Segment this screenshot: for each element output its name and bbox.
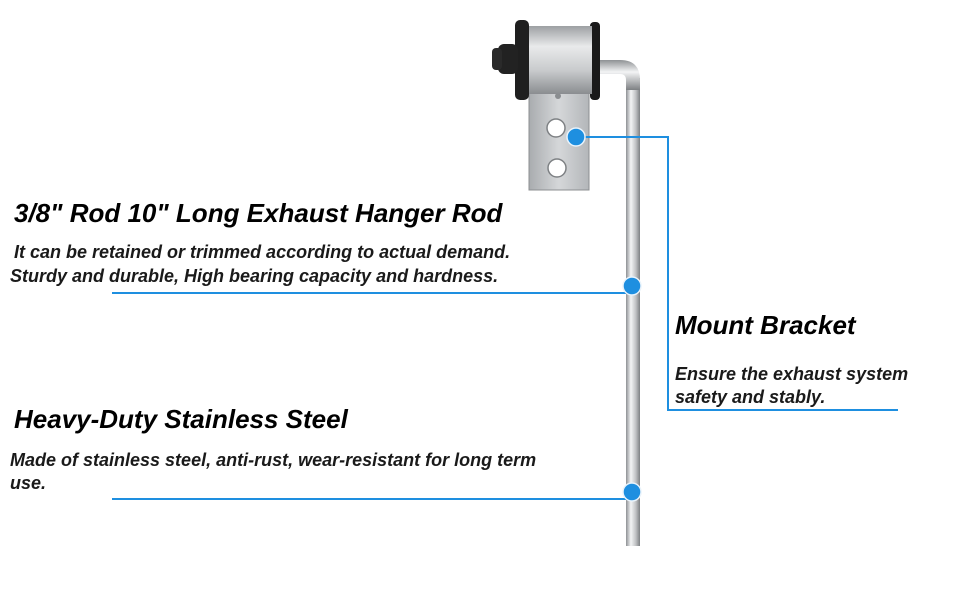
rubber-bushing-back xyxy=(590,22,600,100)
bracket-description-line-2: safety and stably. xyxy=(675,387,826,407)
rubber-bushing-front xyxy=(515,20,529,100)
rod-title: 3/8" Rod 10" Long Exhaust Hanger Rod xyxy=(14,198,503,228)
rod-description-line-2: Sturdy and durable, High bearing capacit… xyxy=(10,266,499,286)
bracket-description-line-1: Ensure the exhaust system xyxy=(675,364,909,384)
rod-bend xyxy=(596,60,640,90)
bracket-title: Mount Bracket xyxy=(675,310,856,340)
blue-dot-marker xyxy=(566,127,586,147)
blue-dot-marker xyxy=(622,276,642,296)
hanger-rod xyxy=(626,78,640,546)
bracket-callout-line xyxy=(576,136,898,411)
steel-description-line-2: use. xyxy=(10,473,47,493)
blue-dot-marker xyxy=(622,482,642,502)
rubber-cap xyxy=(498,44,518,74)
plate-rivet xyxy=(555,93,561,99)
plate-hole-top xyxy=(546,118,566,138)
sleeve xyxy=(524,26,592,94)
rod-description-line-1: It can be retained or trimmed according … xyxy=(14,242,511,262)
steel-description-line-1: Made of stainless steel, anti-rust, wear… xyxy=(10,450,537,470)
steel-title: Heavy-Duty Stainless Steel xyxy=(14,404,348,434)
plate-hole-bottom xyxy=(547,158,567,178)
